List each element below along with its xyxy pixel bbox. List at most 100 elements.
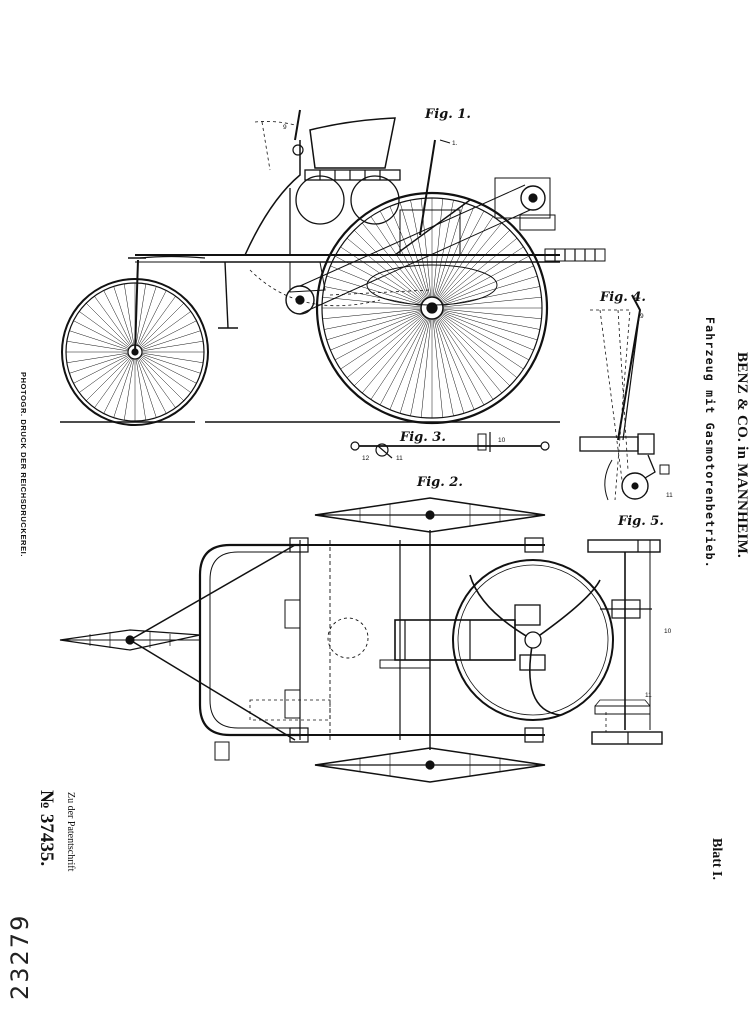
wheel-spoke (73, 351, 136, 384)
wheel-spoke (103, 290, 136, 353)
wheel-spoke (134, 290, 167, 353)
wheel-spoke (86, 303, 136, 353)
wheel-spoke (322, 307, 433, 320)
wheel-spoke (330, 307, 433, 351)
wheel-spoke (431, 210, 485, 309)
fig5-crank-detail (587, 539, 663, 745)
wheel-spoke (103, 351, 136, 414)
wheel-spoke (123, 351, 136, 421)
ref-fig3-b: 12 (362, 455, 370, 462)
fig1-side-view (60, 109, 606, 426)
wheel-spoke (134, 340, 204, 353)
wheel-spoke (134, 303, 184, 353)
wheel-spoke (431, 307, 538, 341)
ref-fig4-a: 9 (640, 313, 644, 320)
wheel-spoke (330, 265, 433, 309)
wheel-spoke (94, 351, 136, 408)
fig4-label: Fig. 4. (600, 290, 646, 305)
printer-credit: PHOTOGR. DRUCK DER REICHSDRUCKEREI. (19, 372, 28, 558)
fig1-label: Fig. 1. (425, 107, 471, 122)
wheel-spoke (113, 351, 136, 418)
wheel-spoke (431, 265, 534, 309)
handwritten-archive-number: 23279 (6, 913, 34, 1000)
wheel-spoke (69, 351, 136, 374)
wheel-spoke (379, 307, 433, 406)
wheel-spoke (134, 351, 167, 414)
wheel-spoke (326, 307, 433, 341)
wheel-spoke (334, 307, 433, 361)
wheel-spoke (134, 351, 184, 401)
wheel-spoke (389, 307, 433, 410)
ref-fig5-a: 10 (664, 628, 672, 635)
wheel-spoke (431, 307, 518, 378)
wheel-spoke (431, 206, 475, 309)
wheel-spoke (389, 206, 433, 309)
wheel-spoke (431, 307, 530, 361)
wheel-spoke (362, 307, 433, 394)
wheel-spoke (134, 296, 176, 353)
wheel-spoke (420, 307, 433, 418)
wheel-spoke (334, 255, 433, 309)
wheel-spoke (431, 307, 542, 320)
ref-fig3-a: 10 (498, 437, 506, 444)
wheel-spoke (431, 255, 530, 309)
company-title: BENZ & CO. in MANNHEIM. (734, 352, 750, 559)
wheel-spoke (79, 351, 136, 393)
fig3-label: Fig. 3. (400, 430, 446, 445)
wheel-spoke (134, 283, 147, 353)
wheel-spoke (134, 351, 191, 393)
wheel-spoke (134, 286, 157, 353)
wheel-spoke (379, 210, 433, 309)
wheel-spoke (123, 283, 136, 353)
wheel-spoke (431, 307, 485, 406)
wheel-spoke (86, 351, 136, 401)
drawing-subtitle: Fahrzeug mit Gasmotorenbetrieb. (703, 317, 717, 569)
wheel-spoke (134, 311, 191, 353)
ref-fig1-lever: 1. (452, 140, 458, 147)
wheel-spoke (431, 275, 538, 309)
wheel-spoke (431, 307, 444, 418)
wheel-spoke (431, 238, 518, 309)
fig2-rear-wheel-bottom (314, 747, 546, 783)
patent-number: № 37435. (36, 790, 57, 867)
wheel-spoke (431, 307, 454, 416)
wheel-spoke (354, 307, 433, 386)
wheel-spoke (134, 351, 201, 374)
wheel-spoke (340, 307, 433, 370)
sheet-number: Blatt I. (709, 838, 724, 880)
wheel-spoke (431, 307, 502, 394)
wheel-spoke (431, 296, 542, 309)
ref-fig4-b: 11 (666, 492, 673, 499)
fig3-axle-detail (350, 432, 550, 459)
wheel-spoke (431, 307, 494, 400)
wheel-spoke (431, 307, 534, 351)
fig1-rear-wheel (315, 191, 549, 425)
wheel-spoke (431, 307, 465, 414)
wheel-spoke (134, 351, 197, 384)
wheel-spoke (340, 246, 433, 309)
wheel-spoke (431, 307, 524, 370)
wheel-spoke (399, 307, 433, 414)
wheel-spoke (431, 198, 444, 309)
wheel-spoke (134, 351, 147, 421)
wheel-spoke (326, 275, 433, 309)
wheel-spoke (410, 307, 433, 416)
wheel-spoke (324, 307, 433, 330)
wheel-spoke (134, 351, 176, 408)
wheel-spoke (431, 246, 524, 309)
fig2-label: Fig. 2. (417, 475, 463, 490)
fig4-steering-lever (579, 294, 670, 501)
wheel-spoke (69, 330, 136, 353)
wheel-spoke (362, 222, 433, 309)
wheel-spoke (431, 307, 475, 410)
fig5-label: Fig. 5. (618, 514, 664, 529)
ref-fig5-b: 11 (645, 692, 652, 699)
patent-note: Zu der Patentschrift (65, 792, 76, 872)
wheel-spoke (66, 351, 136, 364)
wheel-spoke (346, 307, 433, 378)
wheel-spoke (322, 296, 433, 309)
wheel-spoke (134, 351, 204, 364)
wheel-spoke (431, 307, 540, 330)
